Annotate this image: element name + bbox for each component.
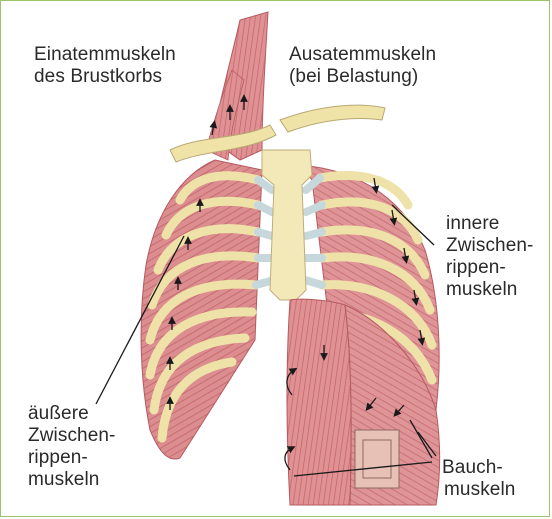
- right-clavicle: [280, 105, 385, 132]
- inhale-label: Einatemmuskeln des Brustkorbs: [34, 44, 176, 88]
- exhale-label-line2: (bei Belastung): [289, 66, 436, 88]
- external-intercostals-line3: rippen-: [28, 447, 115, 469]
- abdominal-label: Bauch- muskeln: [442, 457, 515, 501]
- external-intercostals-label: äußere Zwischen- rippen- muskeln: [28, 403, 115, 491]
- internal-intercostals-label: innere Zwischen- rippen- muskeln: [446, 213, 533, 301]
- external-intercostals-line2: Zwischen-: [28, 425, 115, 447]
- exhale-label: Ausatemmuskeln (bei Belastung): [289, 44, 436, 88]
- abdominal-label-line2: muskeln: [444, 479, 515, 501]
- exhale-label-line1: Ausatemmuskeln: [289, 44, 436, 66]
- rectus-abdominis: [287, 299, 351, 505]
- internal-intercostals-line3: rippen-: [446, 257, 533, 279]
- inhale-label-line1: Einatemmuskeln: [34, 44, 176, 66]
- external-intercostals-line1: äußere: [28, 403, 115, 425]
- aponeurosis: [355, 430, 399, 488]
- internal-intercostals-line4: muskeln: [446, 279, 533, 301]
- internal-intercostals-line1: innere: [446, 213, 533, 235]
- abdominal-label-line1: Bauch-: [442, 457, 515, 479]
- inhale-label-line2: des Brustkorbs: [34, 66, 176, 88]
- internal-intercostals-line2: Zwischen-: [446, 235, 533, 257]
- external-intercostals-line4: muskeln: [28, 469, 115, 491]
